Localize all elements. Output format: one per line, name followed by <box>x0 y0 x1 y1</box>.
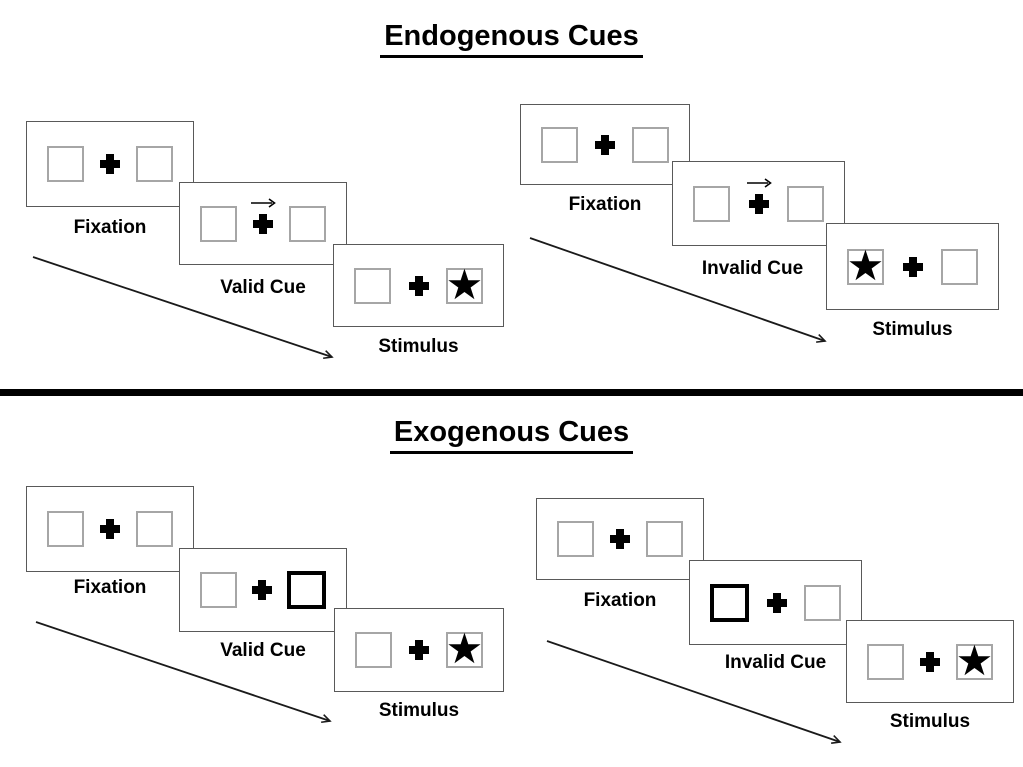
left-box: ★ <box>846 240 885 290</box>
fixation-cross-icon <box>100 154 120 174</box>
exogenous-valid-cue-screen <box>179 548 347 632</box>
exogenous-valid-fixation-screen <box>26 486 194 572</box>
left-box <box>200 572 237 608</box>
right-box <box>632 126 669 163</box>
screen-label: Stimulus <box>872 319 953 340</box>
highlighted-cue-box <box>287 571 326 609</box>
star-icon: ★ <box>846 240 885 290</box>
right-box <box>289 205 326 242</box>
highlighted-cue-box <box>710 583 749 622</box>
fixation-cross-icon <box>252 580 272 600</box>
star-icon: ★ <box>445 259 484 309</box>
fixation-cross-icon <box>920 651 940 672</box>
right-box: ★ <box>445 624 484 673</box>
fixation-cross-icon <box>253 213 273 234</box>
right-box <box>136 146 173 182</box>
right-arrow-icon <box>746 177 772 188</box>
endogenous-valid-fixation-screen <box>26 121 194 207</box>
left-box <box>47 146 84 182</box>
exogenous-invalid-stimulus-screen: ★ <box>846 620 1014 703</box>
right-box <box>646 521 683 557</box>
section-title-endogenous: Endogenous Cues <box>0 20 1023 58</box>
left-box <box>355 632 392 668</box>
right-box <box>941 248 978 285</box>
left-box <box>557 521 594 557</box>
star-icon: ★ <box>445 624 484 673</box>
screen-label: Stimulus <box>378 700 460 721</box>
screen-label: Fixation <box>73 577 147 598</box>
screen-label: Invalid Cue <box>701 258 804 279</box>
endogenous-invalid-cue-screen <box>672 161 845 246</box>
star-icon: ★ <box>955 635 994 685</box>
sequence-arrow <box>546 640 842 744</box>
screen-label: Fixation <box>568 194 642 215</box>
screen-label: Stimulus <box>378 336 459 357</box>
section-title-text: Exogenous Cues <box>389 416 634 454</box>
right-arrow-icon <box>251 197 276 208</box>
exogenous-valid-stimulus-screen: ★ <box>334 608 504 692</box>
screen-label: Valid Cue <box>220 640 306 661</box>
left-box <box>47 511 84 547</box>
fixation-cross-icon <box>100 519 120 539</box>
endogenous-valid-stimulus-screen: ★ <box>333 244 504 327</box>
sequence-arrow <box>529 237 827 343</box>
left-box <box>541 126 578 163</box>
endogenous-invalid-fixation-screen <box>520 104 690 185</box>
section-title-text: Endogenous Cues <box>380 20 643 58</box>
screen-label: Fixation <box>583 590 657 611</box>
sequence-arrow <box>32 256 334 360</box>
fixation-cross-icon <box>610 529 630 549</box>
fixation-cross-icon <box>902 256 923 277</box>
sequence-arrow <box>35 621 332 724</box>
exogenous-invalid-cue-screen <box>689 560 862 645</box>
endogenous-invalid-stimulus-screen: ★ <box>826 223 999 310</box>
fixation-cross-icon <box>595 134 615 155</box>
screen-label: Fixation <box>73 217 147 238</box>
screen-label: Stimulus <box>889 711 971 732</box>
screen-label: Invalid Cue <box>724 652 827 673</box>
fixation-cross-icon <box>766 592 787 613</box>
endogenous-valid-cue-screen <box>179 182 347 265</box>
right-box <box>787 185 824 222</box>
right-box <box>804 584 841 621</box>
right-box: ★ <box>955 635 994 685</box>
left-box <box>200 205 237 242</box>
left-box <box>867 643 904 680</box>
fixation-cross-icon <box>748 193 769 214</box>
right-box <box>136 511 173 547</box>
screen-label: Valid Cue <box>220 277 306 298</box>
fixation-cross-icon <box>408 275 429 296</box>
section-title-exogenous: Exogenous Cues <box>0 416 1023 454</box>
exogenous-invalid-fixation-screen <box>536 498 704 580</box>
section-divider <box>0 389 1023 396</box>
right-box: ★ <box>445 259 484 309</box>
fixation-cross-icon <box>409 640 429 660</box>
left-box <box>693 185 730 222</box>
left-box <box>354 267 391 304</box>
